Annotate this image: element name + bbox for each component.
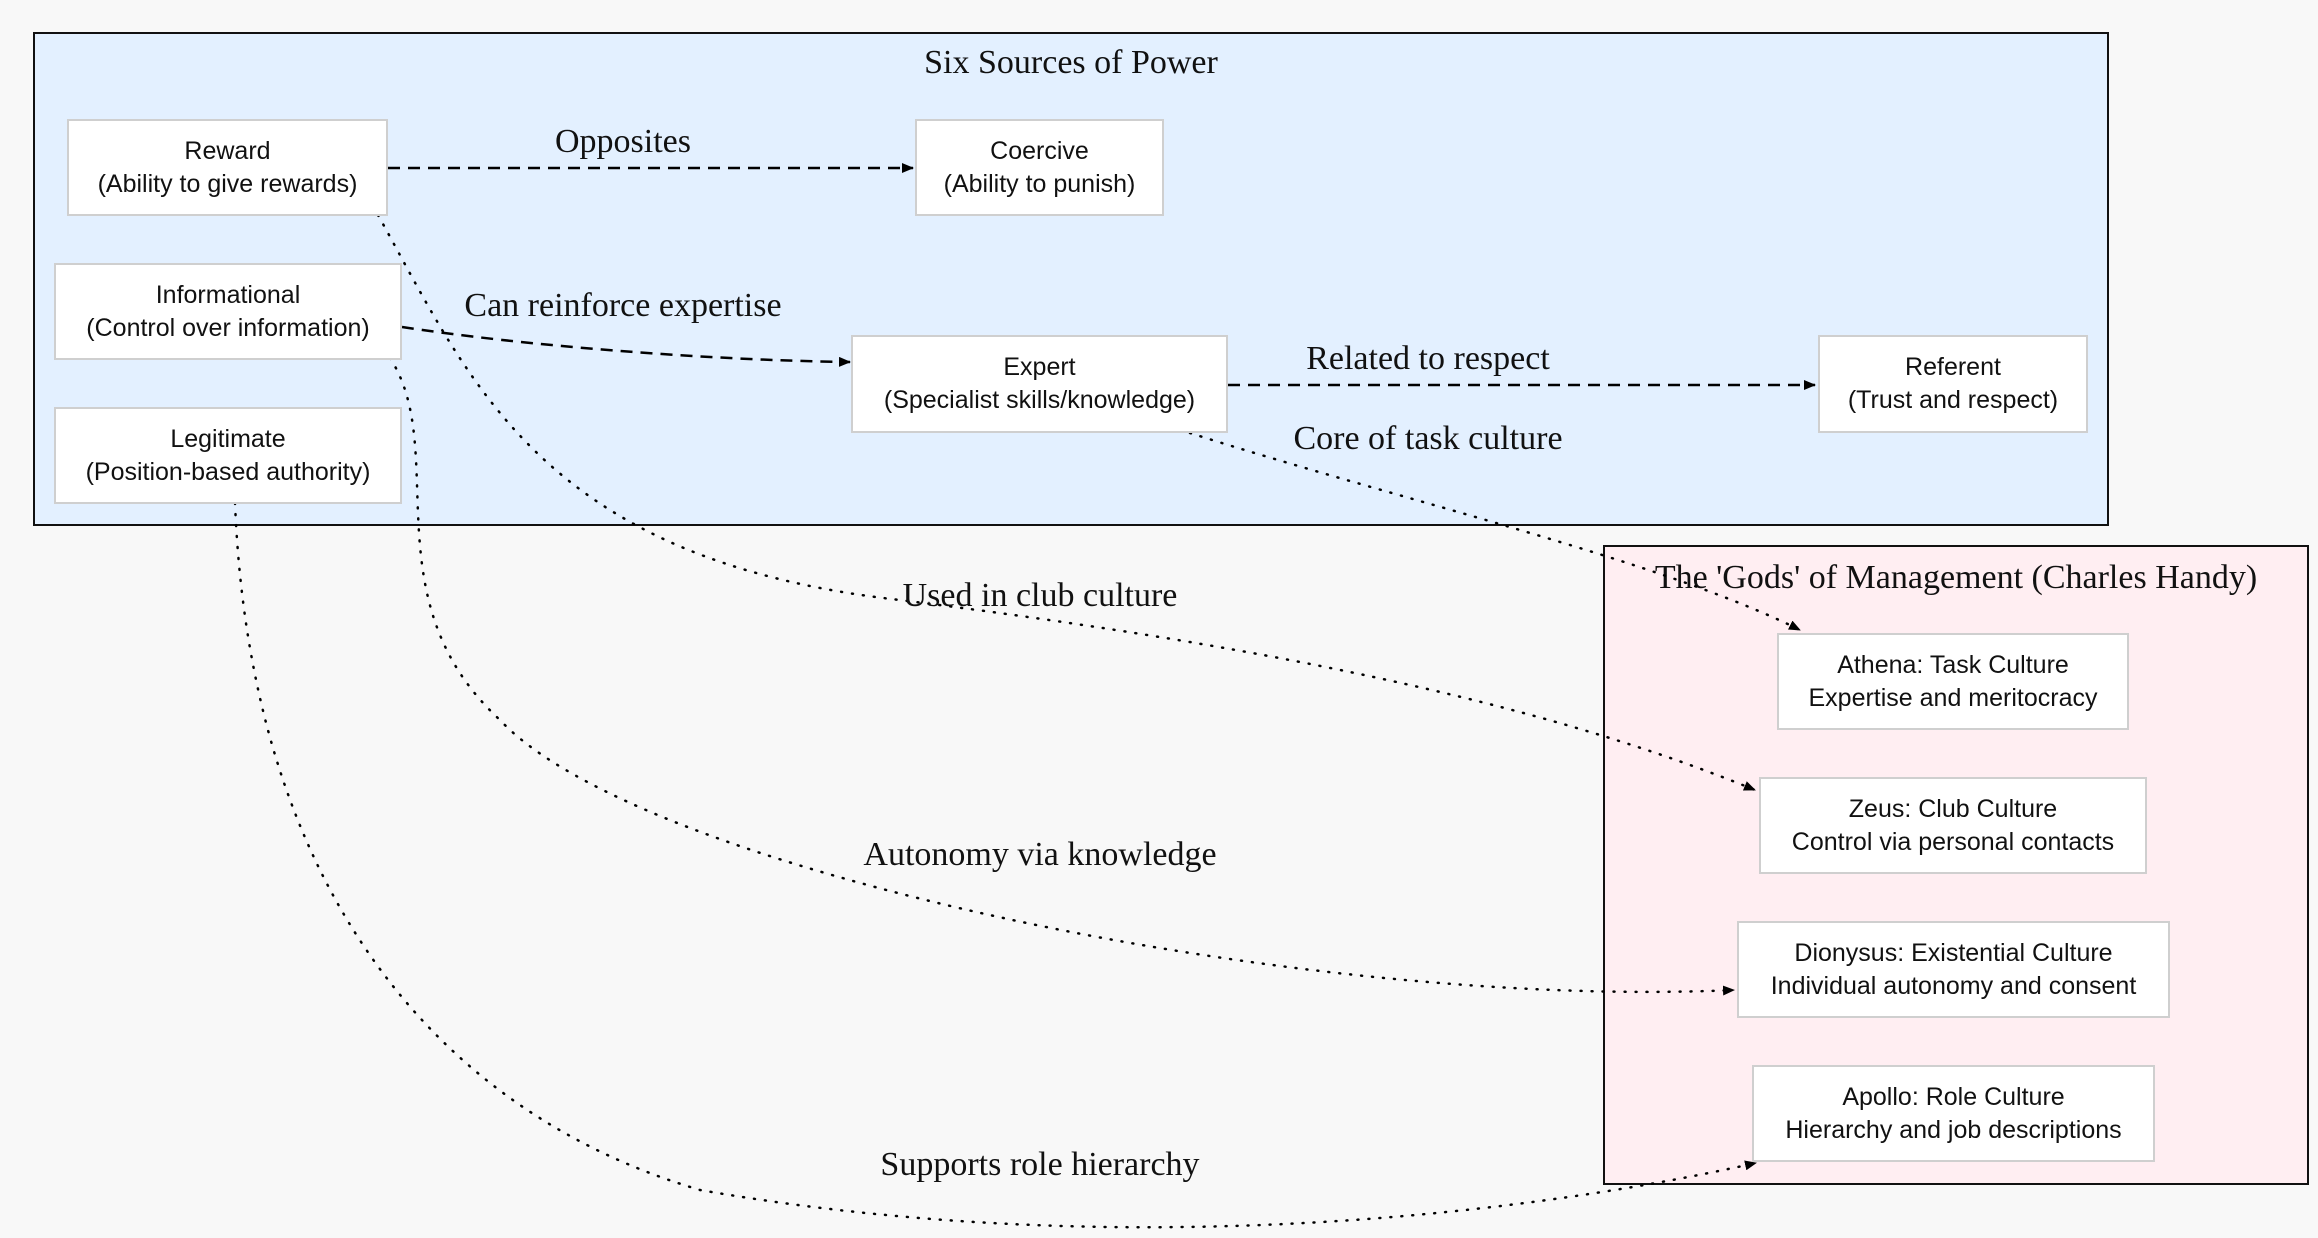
edge-label-supports-role-hierarchy: Supports role hierarchy [880, 1146, 1200, 1183]
node-legitimate-title: Legitimate [170, 424, 286, 453]
node-athena-title: Athena: Task Culture [1837, 650, 2069, 679]
node-reward-title: Reward [184, 136, 271, 165]
edge-label-can-reinforce-expertise: Can reinforce expertise [464, 287, 782, 324]
node-referent-title: Referent [1905, 353, 2001, 381]
node-referent: Referent (Trust and respect) [1818, 335, 2088, 433]
node-informational-desc: (Control over information) [86, 313, 370, 342]
node-coercive-title: Coercive [990, 136, 1089, 165]
edge-label-core-of-task-culture: Core of task culture [1293, 420, 1563, 457]
edge-informational-expert [401, 325, 851, 367]
node-expert-title: Expert [1003, 353, 1076, 381]
edge-label-used-in-club-culture: Used in club culture [902, 577, 1178, 614]
node-informational-title: Informational [155, 280, 301, 309]
node-zeus-desc: Control via personal contacts [1791, 827, 2115, 856]
node-dionysus-desc: Individual autonomy and consent [1770, 971, 2137, 1000]
cluster-title-power: Six Sources of Power [924, 44, 1218, 81]
node-apollo-desc: Hierarchy and job descriptions [1785, 1115, 2122, 1144]
edge-legitimate-apollo [233, 501, 1758, 1229]
node-dionysus: Dionysus: Existential Culture Individual… [1737, 921, 2170, 1018]
node-apollo: Apollo: Role Culture Hierarchy and job d… [1752, 1065, 2155, 1162]
node-athena-desc: Expertise and meritocracy [1808, 683, 2098, 712]
node-coercive: Coercive (Ability to punish) [915, 119, 1164, 216]
node-expert: Expert (Specialist skills/knowledge) [851, 335, 1228, 433]
node-reward-desc: (Ability to give rewards) [97, 169, 358, 198]
node-legitimate: Legitimate (Position-based authority) [54, 407, 402, 504]
edge-label-opposites: Opposites [555, 123, 691, 160]
edge-label-autonomy-via-knowledge: Autonomy via knowledge [863, 836, 1217, 873]
node-expert-desc: (Specialist skills/knowledge) [883, 386, 1196, 414]
node-reward: Reward (Ability to give rewards) [67, 119, 388, 216]
node-informational: Informational (Control over information) [54, 263, 402, 360]
node-dionysus-title: Dionysus: Existential Culture [1794, 938, 2113, 967]
node-coercive-desc: (Ability to punish) [943, 169, 1136, 198]
node-apollo-title: Apollo: Role Culture [1842, 1082, 2065, 1111]
node-zeus: Zeus: Club Culture Control via personal … [1759, 777, 2147, 874]
node-athena: Athena: Task Culture Expertise and merit… [1777, 633, 2129, 730]
node-legitimate-desc: (Position-based authority) [85, 457, 371, 486]
cluster-title-gods: The 'Gods' of Management (Charles Handy) [1654, 559, 2258, 596]
node-referent-desc: (Trust and respect) [1847, 386, 2059, 414]
edge-label-related-to-respect: Related to respect [1306, 340, 1550, 377]
node-zeus-title: Zeus: Club Culture [1848, 794, 2058, 823]
edge-expert-athena [1188, 431, 1802, 632]
